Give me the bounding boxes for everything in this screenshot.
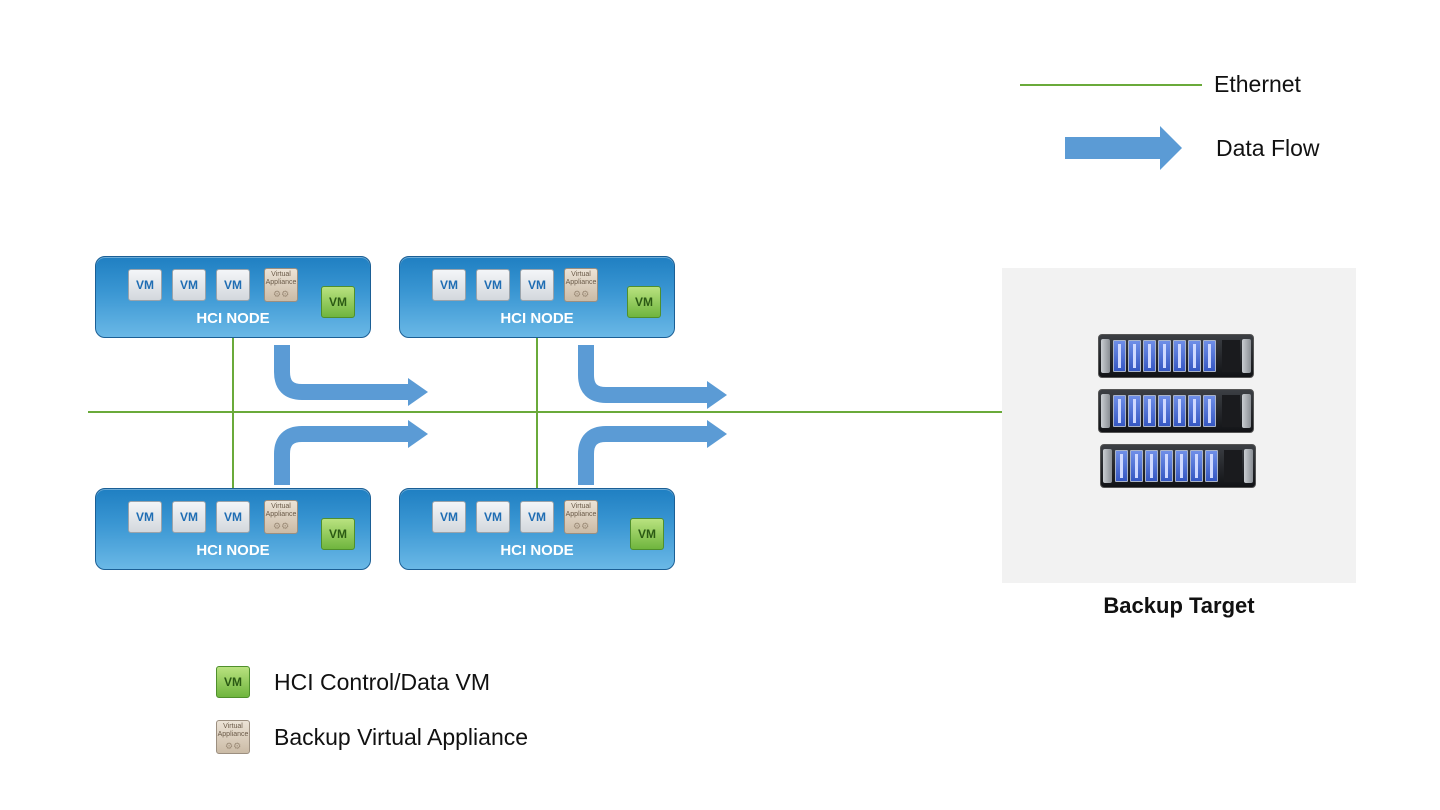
arrow-head-node-2	[707, 381, 727, 409]
drive-bay	[1145, 450, 1158, 482]
drive-bay	[1143, 340, 1156, 372]
node-label: HCI NODE	[500, 310, 574, 327]
drive-bay	[1173, 340, 1186, 372]
drive-bay	[1188, 395, 1201, 427]
hci-node-4: VM VM VM Virtual Appliance ⚙⚙ VM HCI NOD…	[399, 488, 675, 570]
node-label: HCI NODE	[196, 542, 270, 559]
appliance-text: Virtual Appliance	[217, 723, 249, 738]
drive-bay	[1203, 395, 1216, 427]
data-flow-arrow-node-2	[578, 345, 713, 403]
gear-icon: ⚙⚙	[273, 289, 290, 299]
gear-icon: ⚙⚙	[225, 741, 242, 751]
server-icon	[1098, 334, 1254, 378]
drive-bay	[1203, 340, 1216, 372]
node-label: HCI NODE	[196, 310, 270, 327]
drive-bay	[1175, 450, 1188, 482]
vm-icon: VM	[128, 501, 162, 533]
vm-icon: VM	[216, 501, 250, 533]
server-icon	[1100, 444, 1256, 488]
appliance-text: Virtual Appliance	[565, 271, 597, 286]
vm-icon: VM	[216, 269, 250, 301]
node-label: HCI NODE	[500, 542, 574, 559]
gear-icon: ⚙⚙	[573, 289, 590, 299]
server-panel	[1224, 450, 1242, 482]
backup-target-label: Backup Target	[1103, 593, 1255, 618]
control-vm-icon: VM	[627, 286, 661, 318]
control-vm-icon: VM	[630, 518, 664, 550]
legend-ethernet-label: Ethernet	[1214, 71, 1301, 97]
vm-icon: VM	[172, 501, 206, 533]
server-icon	[1098, 389, 1254, 433]
drive-bay	[1143, 395, 1156, 427]
server-panel	[1222, 340, 1240, 372]
virtual-appliance-icon: Virtual Appliance ⚙⚙	[564, 500, 598, 534]
virtual-appliance-icon: Virtual Appliance ⚙⚙	[564, 268, 598, 302]
drive-bay	[1158, 340, 1171, 372]
legend-data-flow-label: Data Flow	[1216, 135, 1320, 161]
drive-bay	[1113, 395, 1126, 427]
vm-icon: VM	[432, 269, 466, 301]
drive-bay	[1188, 340, 1201, 372]
server-rack-ear	[1103, 449, 1112, 483]
key-control-vm-label: HCI Control/Data VM	[274, 669, 491, 695]
hci-node-1: VM VM VM Virtual Appliance ⚙⚙ VM HCI NOD…	[95, 256, 371, 338]
vm-icon: VM	[128, 269, 162, 301]
control-vm-icon: VM	[321, 518, 355, 550]
server-rack-ear	[1242, 339, 1251, 373]
data-flow-arrow-node-1	[274, 345, 414, 400]
vm-icon: VM	[476, 269, 510, 301]
arrow-head-node-4	[707, 420, 727, 448]
server-rack-ear	[1101, 339, 1110, 373]
key-control-vm-icon: VM	[216, 666, 250, 698]
vm-icon: VM	[476, 501, 510, 533]
arrow-head-node-1	[408, 378, 428, 406]
drive-bay	[1115, 450, 1128, 482]
drive-bay	[1160, 450, 1173, 482]
arrow-head-node-3	[408, 420, 428, 448]
hci-node-2: VM VM VM Virtual Appliance ⚙⚙ VM HCI NOD…	[399, 256, 675, 338]
control-vm-icon: VM	[321, 286, 355, 318]
server-rack-ear	[1242, 394, 1251, 428]
hci-node-3: VM VM VM Virtual Appliance ⚙⚙ VM HCI NOD…	[95, 488, 371, 570]
drive-bay	[1113, 340, 1126, 372]
server-panel	[1222, 395, 1240, 427]
drive-bay	[1158, 395, 1171, 427]
gear-icon: ⚙⚙	[273, 521, 290, 531]
drive-bay	[1128, 395, 1141, 427]
drive-bay	[1205, 450, 1218, 482]
drive-bay	[1173, 395, 1186, 427]
vm-icon: VM	[172, 269, 206, 301]
key-appliance-label: Backup Virtual Appliance	[274, 724, 529, 750]
server-rack-ear	[1244, 449, 1253, 483]
drive-bay	[1190, 450, 1203, 482]
virtual-appliance-icon: Virtual Appliance ⚙⚙	[264, 268, 298, 302]
legend-data-flow-arrow	[1065, 126, 1182, 170]
appliance-text: Virtual Appliance	[565, 503, 597, 518]
vm-icon: VM	[520, 501, 554, 533]
vm-icon: VM	[432, 501, 466, 533]
drive-bay	[1128, 340, 1141, 372]
data-flow-arrow-node-3	[274, 426, 414, 485]
vm-icon: VM	[520, 269, 554, 301]
gear-icon: ⚙⚙	[573, 521, 590, 531]
appliance-text: Virtual Appliance	[265, 271, 297, 286]
drive-bay	[1130, 450, 1143, 482]
data-flow-arrow-node-4	[578, 426, 713, 485]
virtual-appliance-icon: Virtual Appliance ⚙⚙	[264, 500, 298, 534]
key-virtual-appliance-icon: Virtual Appliance ⚙⚙	[216, 720, 250, 754]
appliance-text: Virtual Appliance	[265, 503, 297, 518]
server-rack-ear	[1101, 394, 1110, 428]
